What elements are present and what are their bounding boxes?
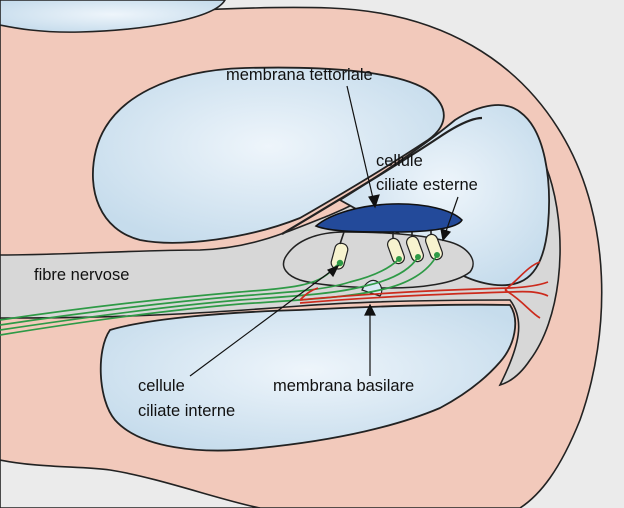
label-outer-line1: cellule <box>376 152 423 170</box>
label-nerve: fibre nervose <box>34 266 129 284</box>
label-outer-line2: ciliate esterne <box>376 176 478 194</box>
label-inner-line1: cellule <box>138 377 185 395</box>
organ-of-corti <box>283 232 473 288</box>
label-inner-line2: ciliate interne <box>138 402 235 420</box>
label-basilar: membrana basilare <box>273 377 414 395</box>
label-tectorial: membrana tettoriale <box>226 66 373 84</box>
